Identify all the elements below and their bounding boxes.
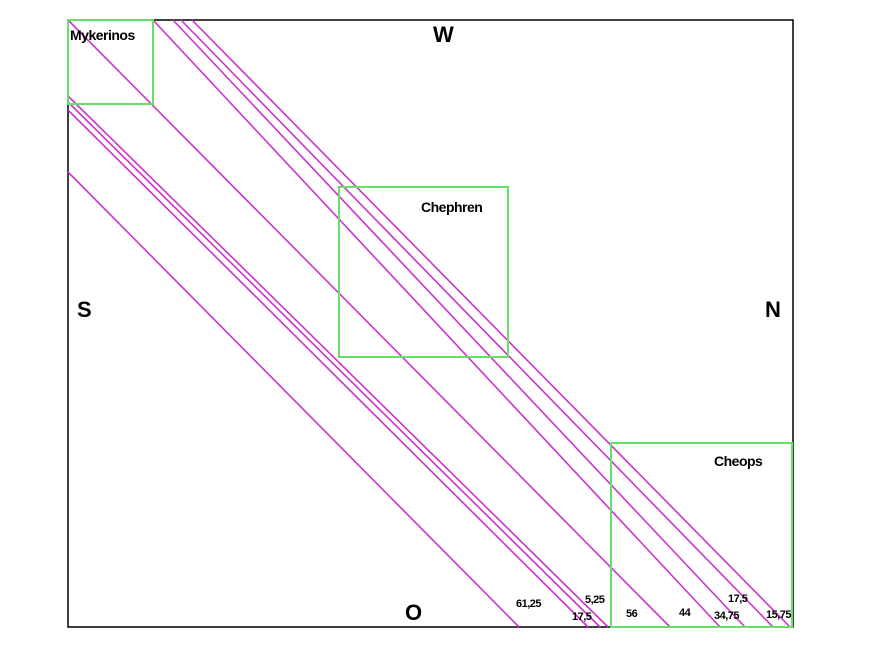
sight-line — [67, 171, 520, 628]
sight-line — [67, 109, 589, 628]
pyramid-label-mykerinos: Mykerinos — [70, 27, 135, 43]
mykerinos-outline — [67, 19, 154, 105]
cheops-outline — [610, 442, 793, 628]
measurement-label: 61,25 — [516, 598, 542, 610]
measurement-label: 17,5 — [572, 611, 592, 623]
plan-frame — [67, 19, 794, 628]
sight-line — [191, 19, 791, 628]
sight-line — [67, 101, 601, 628]
measurement-label: 56 — [626, 608, 638, 620]
pyramid-label-chephren: Chephren — [421, 199, 483, 215]
direction-west: W — [433, 22, 454, 47]
sight-line — [67, 95, 609, 628]
sight-line — [152, 19, 721, 628]
direction-south: S — [77, 297, 92, 322]
measurement-label: 5,25 — [585, 594, 605, 606]
measurement-label: 15,75 — [766, 609, 792, 621]
chephren-outline — [338, 186, 509, 358]
pyramid-label-cheops: Cheops — [714, 453, 763, 469]
sight-line — [67, 19, 671, 628]
measurement-label: 17,5 — [728, 593, 748, 605]
sight-lines — [67, 19, 791, 628]
sight-line — [180, 19, 774, 628]
direction-north: N — [765, 297, 781, 322]
sight-line — [172, 19, 746, 628]
direction-east: O — [405, 600, 423, 625]
measurement-label: 34,75 — [714, 610, 740, 622]
measurement-label: 44 — [679, 607, 691, 619]
